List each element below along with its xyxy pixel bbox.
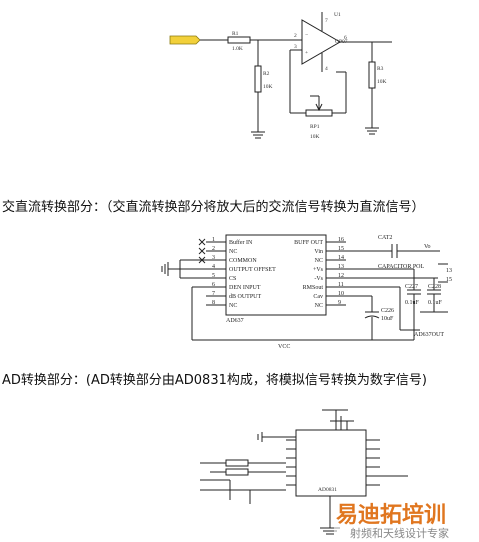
c228-label: C228 bbox=[428, 284, 441, 290]
c227-label: C227 bbox=[405, 284, 418, 290]
ad637-right-pin-label: NC bbox=[315, 303, 323, 309]
ad637-right-pin-number: 14 bbox=[338, 255, 344, 261]
r3-value: 10K bbox=[377, 79, 387, 85]
cat2-label: CAT2 bbox=[378, 235, 392, 241]
c226-label: C226 bbox=[381, 308, 394, 314]
rp1-ref: RP1 bbox=[310, 124, 320, 130]
ad637-left-pin-number: 8 bbox=[212, 300, 215, 306]
op-amp bbox=[301, 19, 341, 65]
connector-pin-13: 13 bbox=[446, 268, 452, 274]
u1-ref: U1 bbox=[334, 12, 341, 18]
ad-section-heading: AD转换部分：(AD转换部分由AD0831构成，将模拟信号转换为数字信号) bbox=[2, 373, 427, 388]
amplifier-labels: U1 OP07 R1 1.0K R2 10K R3 10K RP1 10K 2 … bbox=[232, 12, 387, 140]
vcc-label: VCC bbox=[278, 344, 290, 350]
ad637-left-pin-label: CS bbox=[229, 276, 236, 282]
pin-2: 2 bbox=[294, 33, 297, 39]
ad637-left-pin-label: DEN INPUT bbox=[229, 285, 261, 291]
ad637-left-pin-label: Buffer IN bbox=[229, 239, 253, 246]
r3-ref: R3 bbox=[377, 66, 384, 72]
ad637-left-pin-label: NC bbox=[229, 249, 237, 255]
c227-value: 0.1uF bbox=[405, 300, 420, 306]
ad637-chip-name: AD637 bbox=[226, 318, 244, 324]
ad637-right-pin-number: 15 bbox=[338, 246, 344, 252]
ad637-right-pin-number: 12 bbox=[338, 273, 344, 279]
adc-resistor-2 bbox=[225, 468, 249, 476]
c228-value: 0.1uF bbox=[428, 300, 443, 306]
ad637-left-pin-number: 7 bbox=[212, 291, 215, 297]
ad637-right-pin-label: Vin bbox=[314, 249, 323, 255]
input-port bbox=[169, 35, 201, 45]
u1-part: OP07 bbox=[335, 39, 348, 45]
svg-text:−: − bbox=[305, 32, 308, 38]
pin-7: 7 bbox=[325, 18, 328, 24]
ad637-left-pin-label: OUTPUT OFFSET bbox=[229, 267, 276, 273]
c226-value: 10uF bbox=[381, 316, 394, 322]
ad637-right-pin-number: 10 bbox=[338, 291, 344, 297]
ad637-left-pin-number: 3 bbox=[212, 255, 215, 261]
adc-chip bbox=[295, 429, 367, 497]
ad637-output-label: AD637OUT bbox=[414, 332, 444, 338]
resistor-r2 bbox=[254, 65, 262, 93]
pin-3: 3 bbox=[294, 44, 297, 50]
r1-value: 1.0K bbox=[232, 46, 243, 52]
ad637-right-pin-number: 9 bbox=[338, 300, 341, 306]
svg-text:+: + bbox=[305, 50, 308, 56]
r1-ref: R1 bbox=[232, 31, 239, 37]
capacitor-pol-label: CAPACITOR POL bbox=[378, 264, 425, 270]
ad637-right-pin-number: 16 bbox=[338, 237, 344, 243]
ad637-chip bbox=[225, 234, 327, 316]
pin-6: 6 bbox=[344, 35, 347, 41]
ad637-left-pin-number: 5 bbox=[212, 273, 215, 279]
ad637-left-pin-number: 2 bbox=[212, 246, 215, 252]
ad637-right-pin-label: -Vs bbox=[314, 276, 323, 282]
adc-resistor-1 bbox=[225, 459, 249, 467]
r2-ref: R2 bbox=[263, 71, 270, 77]
ad637-right-pin-label: BUFF OUT bbox=[294, 240, 323, 246]
ad637-left-pin-number: 1 bbox=[212, 237, 215, 243]
ad637-left-pin-label: NC bbox=[229, 303, 237, 309]
ad637-right-pin-label: NC bbox=[315, 258, 323, 264]
ad637-right-pin-number: 11 bbox=[338, 282, 344, 288]
watermark-sub: 射频和天线设计专家 bbox=[350, 526, 449, 540]
ad637-right-pin-label: Cav bbox=[313, 294, 323, 300]
ad637-left-pin-number: 6 bbox=[212, 282, 215, 288]
connector-pin-15: 15 bbox=[446, 277, 452, 283]
vin-label: Vo bbox=[424, 244, 431, 250]
ad637-right-pin-label: RMSout bbox=[303, 285, 324, 291]
resistor-r1 bbox=[227, 36, 251, 44]
ad637-right-pin-label: +Vs bbox=[313, 267, 324, 273]
watermark-logo: 易迪拓培训 射频和天线设计专家 bbox=[334, 500, 478, 540]
adc-schematic bbox=[200, 409, 408, 535]
ad637-left-pin-number: 4 bbox=[212, 264, 215, 270]
acdc-section-heading: 交直流转换部分：（交直流转换部分将放大后的交流信号转换为直流信号） bbox=[2, 200, 425, 215]
pin-4: 4 bbox=[325, 66, 328, 72]
resistor-r3 bbox=[368, 61, 376, 89]
ad637-schematic bbox=[161, 234, 448, 341]
ad637-right-pin-number: 13 bbox=[338, 264, 344, 270]
ad637-left-pin-label: COMMON bbox=[229, 258, 257, 264]
rp1-value: 10K bbox=[310, 134, 320, 140]
ad637-left-pin-label: dB OUTPUT bbox=[229, 294, 262, 300]
r2-value: 10K bbox=[263, 84, 273, 90]
amplifier-schematic: − + bbox=[169, 12, 392, 139]
adc-chip-name: AD0831 bbox=[318, 487, 337, 493]
watermark-main: 易迪拓培训 bbox=[336, 502, 446, 528]
